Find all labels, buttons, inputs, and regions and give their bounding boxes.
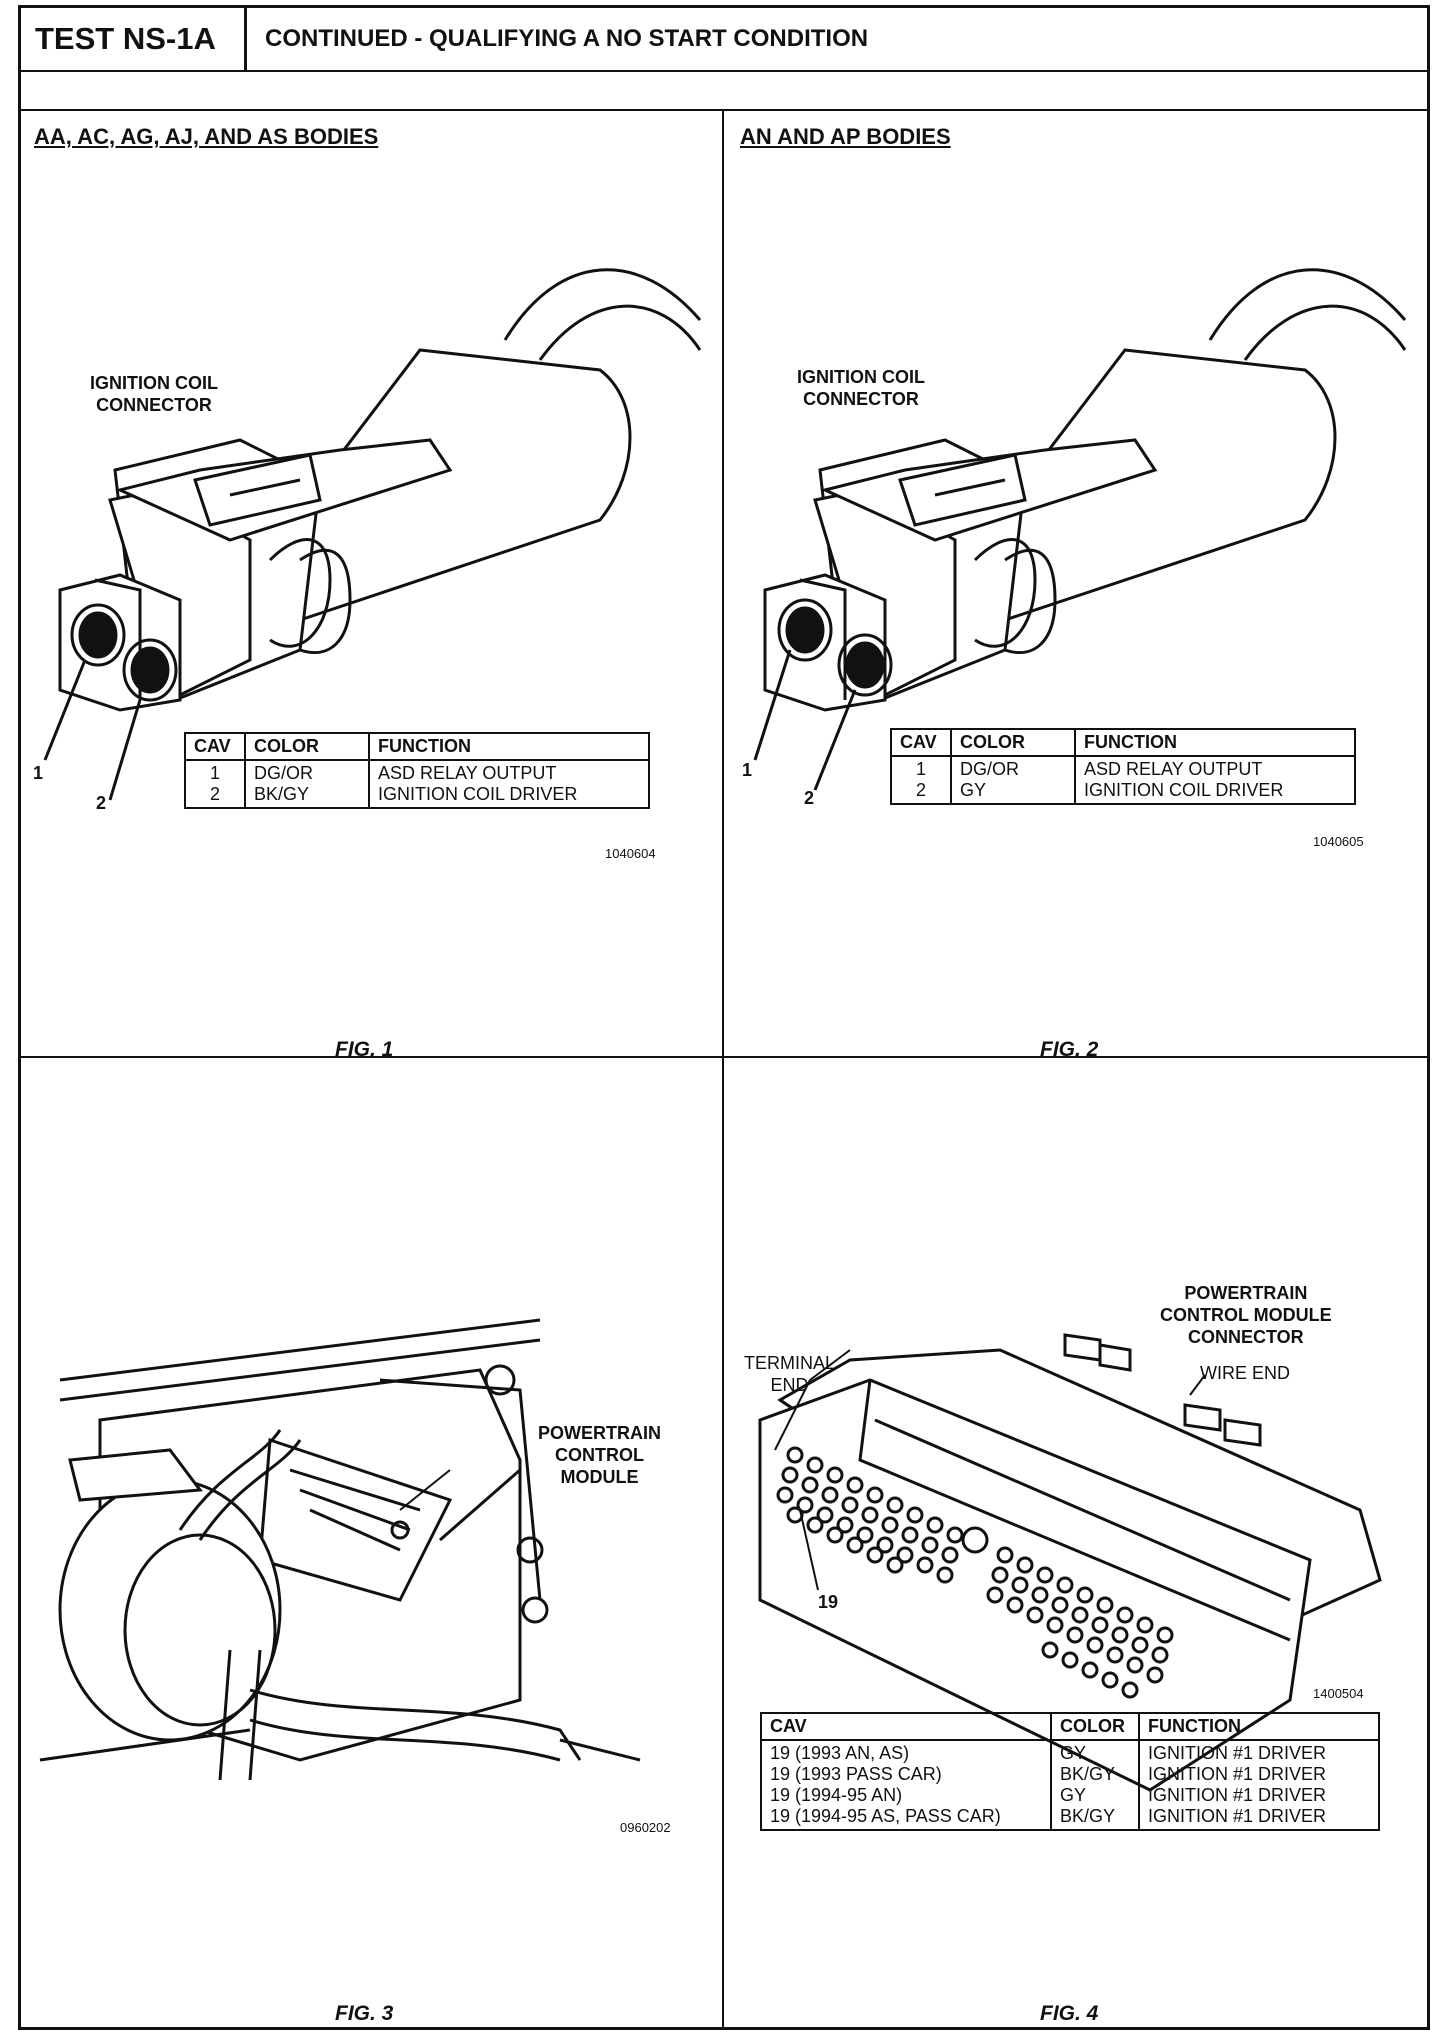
fig3-caption: FIG. 3: [335, 2002, 394, 2025]
fig2-drawing-number: 1040605: [1313, 834, 1364, 849]
color-header: COLOR: [950, 728, 1076, 757]
panel2-title: AN AND AP BODIES: [740, 124, 951, 149]
cav-header: CAV: [760, 1712, 1052, 1741]
function-header: FUNCTION: [368, 732, 650, 761]
column-divider: [722, 109, 724, 2027]
test-id: TEST NS-1A: [21, 8, 247, 70]
function-cell: ASD RELAY OUTPUT IGNITION COIL DRIVER: [1074, 755, 1356, 805]
color-header: COLOR: [244, 732, 370, 761]
row-divider: [21, 1056, 1427, 1058]
fig1-drawing-number: 1040604: [605, 846, 656, 861]
fig2-caption: FIG. 2: [1040, 1038, 1099, 1061]
color-header: COLOR: [1050, 1712, 1140, 1741]
color-cell: DG/OR GY: [950, 755, 1076, 805]
pin-19-label: 19: [818, 1592, 839, 1612]
pin-1-label-fig2: 1: [742, 760, 753, 780]
pcm-connector-label: POWERTRAIN CONTROL MODULE CONNECTOR: [1160, 1283, 1332, 1347]
callout-leader-lines: [399, 1349, 1206, 1591]
manual-page: TEST NS-1A CONTINUED - QUALIFYING A NO S…: [18, 5, 1430, 2030]
fig4-drawing-number: 1400504: [1313, 1686, 1364, 1701]
panel1-title: AA, AC, AG, AJ, AND AS BODIES: [34, 124, 379, 149]
fig4-caption: FIG. 4: [1040, 2002, 1099, 2025]
color-cell: GY BK/GY GY BK/GY: [1050, 1739, 1140, 1831]
powertrain-control-module-label: POWERTRAIN CONTROL MODULE: [538, 1423, 661, 1487]
pcm-connector-illustration: [758, 1333, 1382, 1792]
wire-end-label: WIRE END: [1200, 1363, 1290, 1383]
fig1-pin-table: CAV COLOR FUNCTION 1 2 DG/OR BK/GY ASD R…: [184, 732, 650, 809]
function-cell: IGNITION #1 DRIVER IGNITION #1 DRIVER IG…: [1138, 1739, 1380, 1831]
page-header: TEST NS-1A CONTINUED - QUALIFYING A NO S…: [21, 8, 1427, 72]
cav-cell: 19 (1993 AN, AS) 19 (1993 PASS CAR) 19 (…: [760, 1739, 1052, 1831]
pcm-terminal-pins: [776, 1446, 1174, 1699]
cav-cell: 1 2: [890, 755, 952, 805]
color-cell: DG/OR BK/GY: [244, 759, 370, 809]
ignition-coil-connector-label-2: IGNITION COIL CONNECTOR: [797, 367, 925, 409]
header-divider: [21, 109, 1427, 111]
fig4-pin-table: CAV COLOR FUNCTION 19 (1993 AN, AS) 19 (…: [760, 1712, 1380, 1831]
engine-compartment-illustration: [39, 1318, 641, 1781]
function-header: FUNCTION: [1074, 728, 1356, 757]
fig1-caption: FIG. 1: [335, 1038, 394, 1061]
ignition-coil-connector-label-1: IGNITION COIL CONNECTOR: [90, 373, 218, 415]
pin-1-label-fig1: 1: [33, 763, 44, 783]
function-header: FUNCTION: [1138, 1712, 1380, 1741]
cav-cell: 1 2: [184, 759, 246, 809]
function-cell: ASD RELAY OUTPUT IGNITION COIL DRIVER: [368, 759, 650, 809]
cav-header: CAV: [184, 732, 246, 761]
fig3-drawing-number: 0960202: [620, 1820, 671, 1835]
terminal-end-label: TERMINAL END: [744, 1353, 836, 1395]
pin-2-label-fig1: 2: [96, 793, 107, 813]
ignition-coil-connector-illustration-2: [753, 268, 1407, 791]
header-title: CONTINUED - QUALIFYING A NO START CONDIT…: [265, 25, 869, 52]
cav-header: CAV: [890, 728, 952, 757]
fig2-pin-table: CAV COLOR FUNCTION 1 2 DG/OR GY ASD RELA…: [890, 728, 1356, 805]
ignition-coil-connector-illustration-1: [43, 268, 702, 801]
pin-2-label-fig2: 2: [804, 788, 815, 808]
